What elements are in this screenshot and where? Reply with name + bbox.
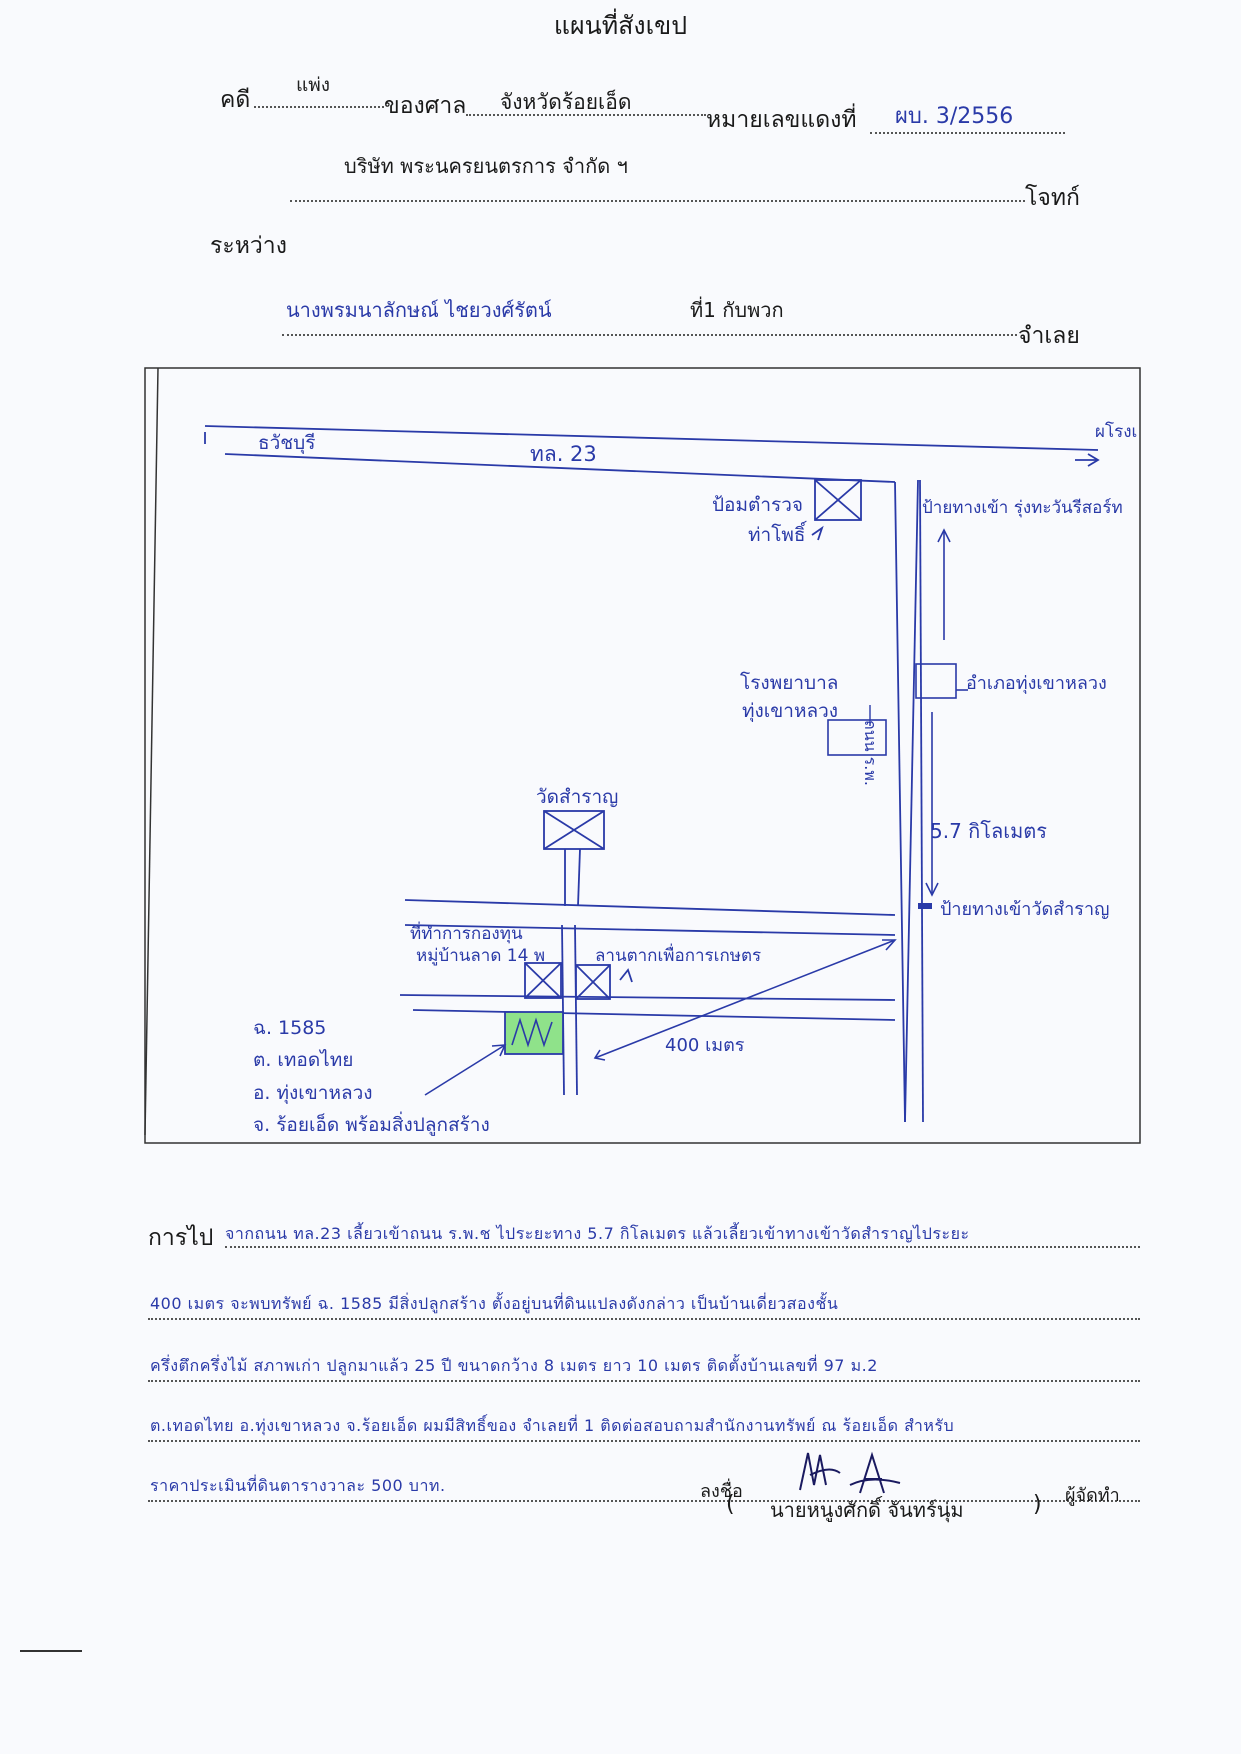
document-title: แผนที่สังเขป <box>553 11 688 40</box>
map-sign-bottom: ป้ายทางเข้าวัดสำราญ <box>940 899 1110 920</box>
court-name: จังหวัดร้อยเอ็ด <box>500 90 632 114</box>
court-label: ของศาล <box>384 93 467 119</box>
sign-open-paren: ( <box>726 1492 735 1517</box>
temple-road <box>561 924 578 1096</box>
map-police-station-sub: ท่าโพธิ์ <box>748 524 806 546</box>
map-highway-east: ผโรงเ <box>1095 422 1138 442</box>
map-frame <box>144 367 1141 1144</box>
map-parcel-line4: จ. ร้อยเอ็ด พร้อมสิ่งปลูกสร้าง <box>253 1114 490 1136</box>
plaintiff-dots <box>290 200 1025 202</box>
map-parcel-line1: ฉ. 1585 <box>253 1017 327 1039</box>
map-district-office: อำเภอทุ่งเขาหลวง <box>966 673 1107 694</box>
distance-400-arrow <box>593 939 897 1061</box>
highway-road <box>204 425 1100 483</box>
court-dots <box>466 114 706 116</box>
map-village-office-line1: ที่ทำการกองทุน <box>410 924 523 944</box>
dots-line-4 <box>148 1440 1140 1442</box>
map-sign-top: ป้ายทางเข้า รุ่งทะวันรีสอร์ท <box>922 498 1123 518</box>
defendant-dots <box>282 334 1017 336</box>
dots-line-3 <box>148 1380 1140 1382</box>
directions-label: การไป <box>148 1225 214 1251</box>
defendant-label: จำเลย <box>1018 323 1080 349</box>
plaintiff-label: โจทก์ <box>1025 185 1080 211</box>
directions-line-1: จากถนน ทล.23 เลี้ยวเข้าถนน ร.พ.ช ไประยะท… <box>225 1224 970 1243</box>
map-parcel-line2: ต. เทอดไทย <box>253 1049 354 1071</box>
sign-label: ลงชื่อ <box>700 1481 743 1502</box>
district-office-box <box>915 663 957 699</box>
map-temple: วัดสำราญ <box>536 786 619 808</box>
map-police-station: ป้อมตำรวจ <box>712 494 804 516</box>
directions-line-4: ต.เทอดไทย อ.ทุ่งเขาหลวง จ.ร้อยเอ็ด ผมมีส… <box>150 1416 955 1435</box>
hospital-box <box>827 719 887 756</box>
signer-name: นายหนูงศักดิ์ จันทร์นุ่ม <box>770 1498 964 1522</box>
plaintiff-name: บริษัท พระนครยนตรการ จำกัด ฯ <box>344 154 628 178</box>
map-market-yard: ลานตากเพื่อการเกษตร <box>595 946 762 966</box>
defendant-name: นางพรมนาลักษณ์ ไชยวงศ์รัตน์ <box>286 298 552 322</box>
map-highway-name: ทล. 23 <box>530 442 597 466</box>
police-box <box>811 479 862 541</box>
village-office-box <box>524 962 562 999</box>
case-type: แพ่ง <box>296 74 331 96</box>
map-road-label: ถนน ร.พ. <box>861 720 880 786</box>
defendant-suffix: ที่1 กับพวก <box>690 298 784 322</box>
map-distance-400: 400 เมตร <box>665 1035 745 1056</box>
dots-line-5 <box>148 1500 1140 1502</box>
dots-line-2 <box>148 1318 1140 1320</box>
map-parcel-line3: อ. ทุ่งเขาหลวง <box>253 1082 373 1104</box>
directions-line-2: 400 เมตร จะพบทรัพย์ ฉ. 1585 มีสิ่งปลูกสร… <box>150 1294 839 1313</box>
parcel-highlight <box>504 1011 564 1055</box>
case-label: คดี <box>220 87 251 113</box>
directions-line-5: ราคาประเมินที่ดินตารางวาละ 500 บาท. <box>150 1476 446 1495</box>
signer-role: ผู้จัดทำ <box>1065 1485 1120 1506</box>
map-distance: 5.7 กิโลเมตร <box>930 819 1048 843</box>
between-label: ระหว่าง <box>210 233 287 259</box>
red-number-value: ผบ. 3/2556 <box>895 104 1014 129</box>
map-village-office-line2: หมู่บ้านลาด 14 พ <box>416 946 546 966</box>
map-hospital-line2: ทุ่งเขาหลวง <box>742 700 839 722</box>
map-hospital-line1: โรงพยาบาล <box>740 672 839 694</box>
directions-line-3: ครึ่งตึกครึ่งไม้ สภาพเก่า ปลูกมาแล้ว 25 … <box>150 1356 878 1375</box>
side-roads <box>399 899 896 1021</box>
handwritten-signature <box>799 1451 901 1494</box>
market-yard-box <box>575 964 633 1000</box>
temple-box <box>543 810 605 907</box>
map-highway-west: ธวัชบุรี <box>258 432 316 454</box>
main-road <box>894 479 924 1123</box>
temple-sign-marker <box>918 903 932 909</box>
red-number-label: หมายเลขแดงที่ <box>706 107 857 133</box>
case-dots <box>254 106 384 108</box>
sign-close-paren: ) <box>1033 1492 1042 1517</box>
margin-mark <box>20 1650 82 1652</box>
red-number-dots <box>870 132 1065 134</box>
dots-line-1 <box>225 1246 1140 1248</box>
